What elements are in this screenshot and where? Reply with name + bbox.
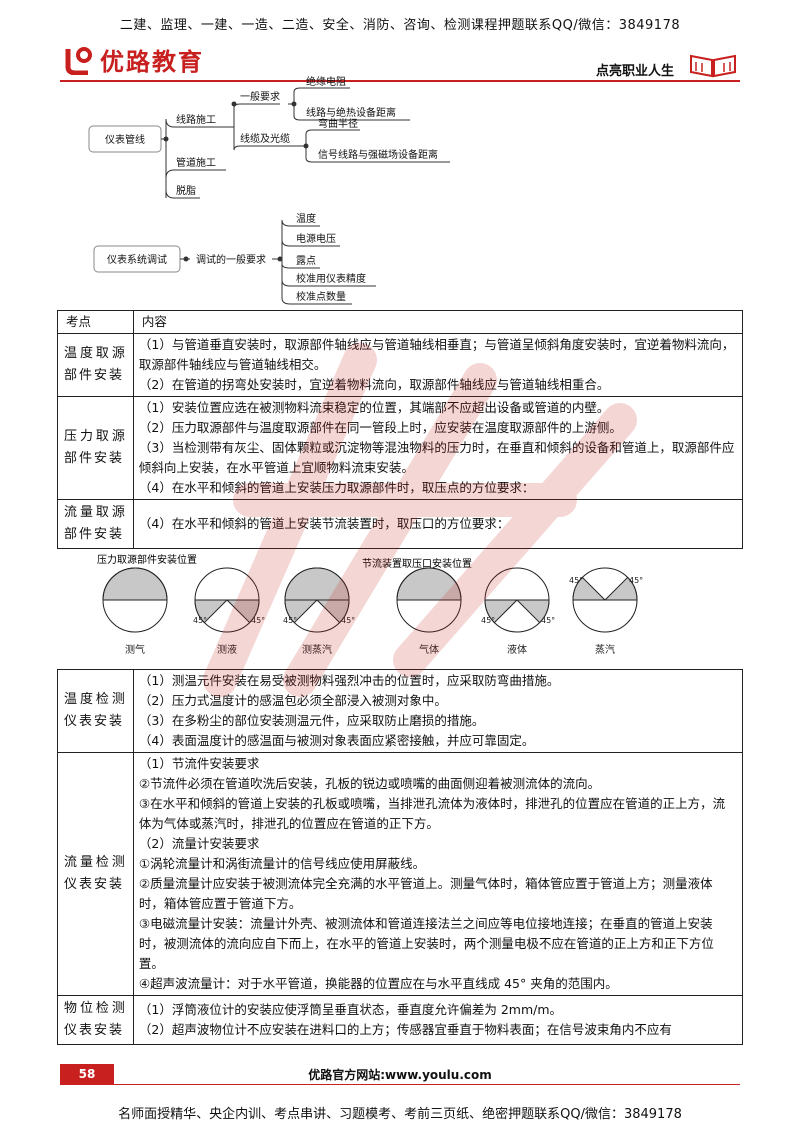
footer-rule [60,1084,740,1085]
mm2-item: 温度 [296,212,316,225]
mm2-branch: 调试的一般要求 [196,253,266,266]
diagram-label: 气体 [419,643,439,656]
angle-label: 45° [569,576,583,585]
row-line: （4）在水平和倾斜的管道上安装压力取源部件时，取压点的方位要求： [138,480,535,495]
top-banner: 二建、监理、一建、一造、二造、安全、消防、咨询、检测课程押题联系QQ/微信：38… [119,18,681,33]
table-source-parts: 考点 内容 温度取源部件安装 （1）与管道垂直安装时，取源部件轴线应与管道轴线相… [57,310,744,549]
row-line: （2）压力式温度计的感温包必须全部浸入被测对象中。 [138,693,447,708]
angle-label: 45° [341,616,355,625]
mm1-cable: 线缆及光缆 [240,132,290,145]
table-row: 温度取源部件安装 （1）与管道垂直安装时，取源部件轴线应与管道轴线相垂直；与管道… [57,333,744,397]
mm2-item: 校准点数量 [296,290,346,303]
youlu-logo-icon [62,45,96,75]
angle-label: 45° [251,616,265,625]
row-line: （1）节流件安装要求 [138,756,260,771]
diagram-title-throttle: 节流装置取压口安装位置 [362,557,472,570]
row-category: 流量取源部件安装 [57,499,134,549]
mm1-pipe: 管道施工 [176,156,216,169]
table-instrument-install: 温度检测仪表安装 （1）测温元件安装在易受被测物料强烈冲击的位置时，应采取防弯曲… [57,669,744,1045]
angle-label: 45° [193,616,207,625]
row-line: （2）超声波物位计不应安装在进料口的上方；传感器宜垂直于物料表面；在信号波束角内… [138,1022,672,1037]
page-number: 58 [60,1064,114,1084]
row-line: ③在水平和倾斜的管道上安装的孔板或喷嘴，当排泄孔流体为液体时，排泄孔的位置应在管… [138,796,726,831]
row-line: （4）表面温度计的感温面与被测对象表面应紧密接触，并应可靠固定。 [138,733,535,748]
row-content: （1）节流件安装要求 ②节流件必须在管道吹洗后安装，孔板的锐边或喷嘴的曲面侧迎着… [132,752,744,996]
col-head-content: 内容 [132,310,744,334]
row-line: ②节流件必须在管道吹洗后安装，孔板的锐边或喷嘴的曲面侧迎着被测流体的流向。 [138,776,601,791]
mm1-branch-line: 线路施工 [176,113,216,126]
col-head-topic: 考点 [57,310,134,334]
installation-diagrams: 压力取源部件安装位置 节流装置取压口安装位置 45° 45° 45° [97,553,643,656]
row-line: （3）在多粉尘的部位安装测温元件，应采取防止磨损的措施。 [138,713,485,728]
row-line: （1）测温元件安装在易受被测物料强烈冲击的位置时，应采取防弯曲措施。 [138,673,560,688]
row-line: （1）浮筒液位计的安装应使浮筒呈垂直状态，垂直度允许偏差为 2mm/m。 [138,1002,563,1017]
row-category: 温度检测仪表安装 [57,669,134,753]
book-icon [688,52,738,82]
row-content: （1）安装位置应选在被测物料流束稳定的位置，其端部不应超出设备或管道的内壁。 （… [132,396,744,500]
logo: 优路教育 [62,42,204,77]
row-line: ④超声波流量计：对于水平管道，换能器的位置应在与水平直线成 45° 夹角的范围内… [138,976,618,991]
row-category: 流量检测仪表安装 [57,752,134,996]
footer-site: 优路官方网站:www.youlu.com [308,1068,492,1082]
row-content: （1）测温元件安装在易受被测物料强烈冲击的位置时，应采取防弯曲措施。 （2）压力… [132,669,744,753]
table-row: 流量检测仪表安装 （1）节流件安装要求 ②节流件必须在管道吹洗后安装，孔板的锐边… [57,752,744,996]
row-line: ②质量流量计应安装于被测流体完全充满的水平管道上。测量气体时，箱体管应置于管道上… [138,876,713,911]
table-row: 物位检测仪表安装 （1）浮筒液位计的安装应使浮筒呈垂直状态，垂直度允许偏差为 2… [57,995,744,1045]
diagram-label: 蒸汽 [595,643,615,656]
row-content: （4）在水平和倾斜的管道上安装节流装置时，取压口的方位要求： [132,499,744,549]
mm1-bend: 弯曲半径 [318,117,358,130]
row-content: （1）浮筒液位计的安装应使浮筒呈垂直状态，垂直度允许偏差为 2mm/m。 （2）… [132,995,744,1045]
table-row: 温度检测仪表安装 （1）测温元件安装在易受被测物料强烈冲击的位置时，应采取防弯曲… [57,669,744,753]
mm1-signal: 信号线路与强磁场设备距离 [318,148,438,161]
mm1-general: 一般要求 [240,90,280,103]
angle-label: 45° [481,616,495,625]
row-category: 物位检测仪表安装 [57,995,134,1045]
mm2-root: 仪表系统调试 [107,253,167,266]
row-line: ③电磁流量计安装：流量计外壳、被测流体和管道连接法兰之间应等电位接地连接；在垂直… [138,916,714,971]
mm1-degrease: 脱脂 [176,184,196,197]
row-line: （3）当检测带有灰尘、固体颗粒或沉淀物等混浊物料的压力时，在垂直和倾斜的设备和管… [138,440,735,475]
angle-label: 45° [629,576,643,585]
mm2-item: 露点 [296,255,316,267]
diagram-label: 液体 [507,643,527,656]
header-rule [60,80,740,82]
mm1-insulation: 绝缘电阻 [306,75,346,88]
row-line: （2）流量计安装要求 [138,836,260,851]
mm2-item: 校准用仪表精度 [296,272,366,285]
mm2-item: 电源电压 [296,232,336,245]
slogan: 点亮职业人生 [596,64,675,79]
table-row: 压力取源部件安装 （1）安装位置应选在被测物料流束稳定的位置，其端部不应超出设备… [57,396,744,500]
table-row: 流量取源部件安装 （4）在水平和倾斜的管道上安装节流装置时，取压口的方位要求： [57,499,744,549]
mm1-distance: 线路与绝热设备距离 [306,106,396,119]
row-category: 温度取源部件安装 [57,333,134,397]
diagram-label: 测蒸汽 [302,643,332,656]
row-line: （4）在水平和倾斜的管道上安装节流装置时，取压口的方位要求： [138,516,510,531]
row-line: （1）安装位置应选在被测物料流束稳定的位置，其端部不应超出设备或管道的内壁。 [138,400,610,415]
diagram-label: 测液 [217,643,237,656]
row-category: 压力取源部件安装 [57,396,134,500]
bottom-banner: 名师面授精华、央企内训、考点串讲、习题模考、考前三页纸、绝密押题联系QQ/微信：… [118,1107,682,1122]
table-header-row: 考点 内容 [57,310,744,334]
row-line: （1）与管道垂直安装时，取源部件轴线应与管道轴线相垂直；与管道呈倾斜角度安装时，… [138,337,735,372]
angle-label: 45° [283,616,297,625]
diagram-title-pressure: 压力取源部件安装位置 [97,553,197,566]
row-line: （2）压力取源部件与温度取源部件在同一管段上时，应安装在温度取源部件的上游侧。 [138,420,622,435]
logo-text: 优路教育 [100,48,204,76]
angle-label: 45° [541,616,555,625]
row-line: （2）在管道的拐弯处安装时，宜逆着物料流向，取源部件轴线应与管道轴线相重合。 [138,377,610,392]
row-content: （1）与管道垂直安装时，取源部件轴线应与管道轴线相垂直；与管道呈倾斜角度安装时，… [132,333,744,397]
mm1-root: 仪表管线 [105,133,145,146]
row-line: ①涡轮流量计和涡街流量计的信号线应使用屏蔽线。 [138,856,426,871]
diagram-label: 测气 [125,643,145,656]
mindmap: 仪表管线 线路施工 管道施工 脱脂 一般要求 线缆及光缆 绝缘电阻 线路与绝热设… [88,75,450,305]
